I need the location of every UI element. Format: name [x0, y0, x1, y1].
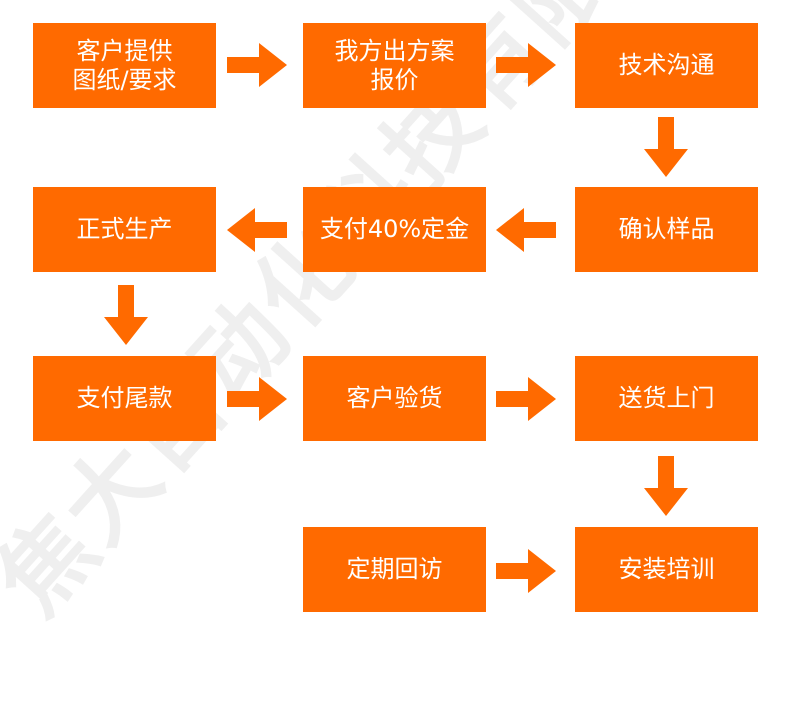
arrow-down-shape: [644, 456, 688, 516]
arrow-left-icon: [496, 208, 556, 252]
arrow-right-shape: [496, 43, 556, 87]
step-production: 正式生产: [33, 187, 216, 272]
arrow-right-icon: [496, 43, 556, 87]
arrow-right-icon: [227, 43, 287, 87]
step-label: 我方出方案 报价: [334, 36, 455, 94]
step-label: 确认样品: [618, 215, 715, 243]
arrow-left-icon: [227, 208, 287, 252]
arrow-right-shape: [496, 377, 556, 421]
step-customer-provides-drawings: 客户提供 图纸/要求: [33, 23, 216, 108]
arrow-right-icon: [496, 549, 556, 593]
arrow-right-icon: [496, 377, 556, 421]
arrow-right-shape: [496, 549, 556, 593]
step-label: 客户验货: [346, 384, 443, 412]
arrow-down-shape: [644, 117, 688, 177]
step-label: 送货上门: [618, 384, 715, 412]
step-installation-training: 安装培训: [575, 527, 758, 612]
arrow-down-icon: [104, 285, 148, 345]
step-customer-inspection: 客户验货: [303, 356, 486, 441]
arrow-right-shape: [227, 377, 287, 421]
step-pay-balance: 支付尾款: [33, 356, 216, 441]
step-label: 定期回访: [346, 555, 443, 583]
arrow-down-icon: [644, 117, 688, 177]
step-label: 安装培训: [618, 555, 715, 583]
arrow-down-shape: [104, 285, 148, 345]
step-technical-communication: 技术沟通: [575, 23, 758, 108]
step-pay-deposit: 支付40%定金: [303, 187, 486, 272]
step-label: 技术沟通: [618, 51, 715, 79]
arrow-left-shape: [496, 208, 556, 252]
arrow-left-shape: [227, 208, 287, 252]
step-regular-follow-up: 定期回访: [303, 527, 486, 612]
step-label: 支付尾款: [76, 384, 173, 412]
step-confirm-sample: 确认样品: [575, 187, 758, 272]
arrow-right-icon: [227, 377, 287, 421]
step-label: 支付40%定金: [319, 215, 470, 243]
arrow-down-icon: [644, 456, 688, 516]
arrow-right-shape: [227, 43, 287, 87]
step-delivery: 送货上门: [575, 356, 758, 441]
step-label: 正式生产: [76, 215, 173, 243]
step-quotation: 我方出方案 报价: [303, 23, 486, 108]
step-label: 客户提供 图纸/要求: [72, 36, 177, 94]
